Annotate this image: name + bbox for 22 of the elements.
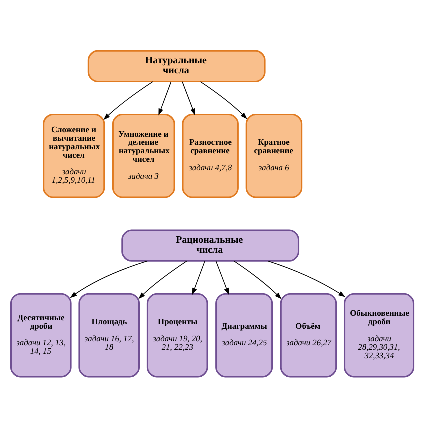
arrow (138, 260, 188, 299)
arrow (192, 260, 206, 295)
arrow (216, 260, 230, 295)
node-box: Натуральные числа (88, 50, 266, 82)
node-box: Площадь задачи 16, 17, 18 (78, 292, 140, 378)
node-box: Рациональные числа (122, 229, 300, 262)
node-box: Сложение и вычитание натуральных чисел задачи 1,2,5,9,10,11 (43, 113, 106, 198)
arrow (268, 260, 346, 297)
node-box: Обыкновенные дроби задачи 28,29,30,31, 32,33,34 (344, 292, 415, 378)
arrow (70, 260, 148, 298)
arrow (200, 81, 248, 119)
node-box: Десятичные дроби задачи 12, 13, 14, 15 (10, 292, 72, 378)
node-box: Диаграммы задачи 24,25 (216, 292, 274, 378)
arrow (182, 81, 196, 116)
node-box: Объём задачи 26,27 (280, 292, 338, 378)
arrow (234, 260, 282, 299)
node-box: Проценты задачи 19, 20, 21, 22,23 (146, 292, 208, 378)
arrow (104, 81, 154, 120)
arrow (158, 81, 172, 116)
node-box: Разностное сравнение задачи 4,7,8 (182, 113, 239, 198)
node-box: Умножение и деление натуральных чисел задача 3 (112, 113, 176, 198)
node-box: Кратное сравнение задача 6 (246, 113, 303, 198)
